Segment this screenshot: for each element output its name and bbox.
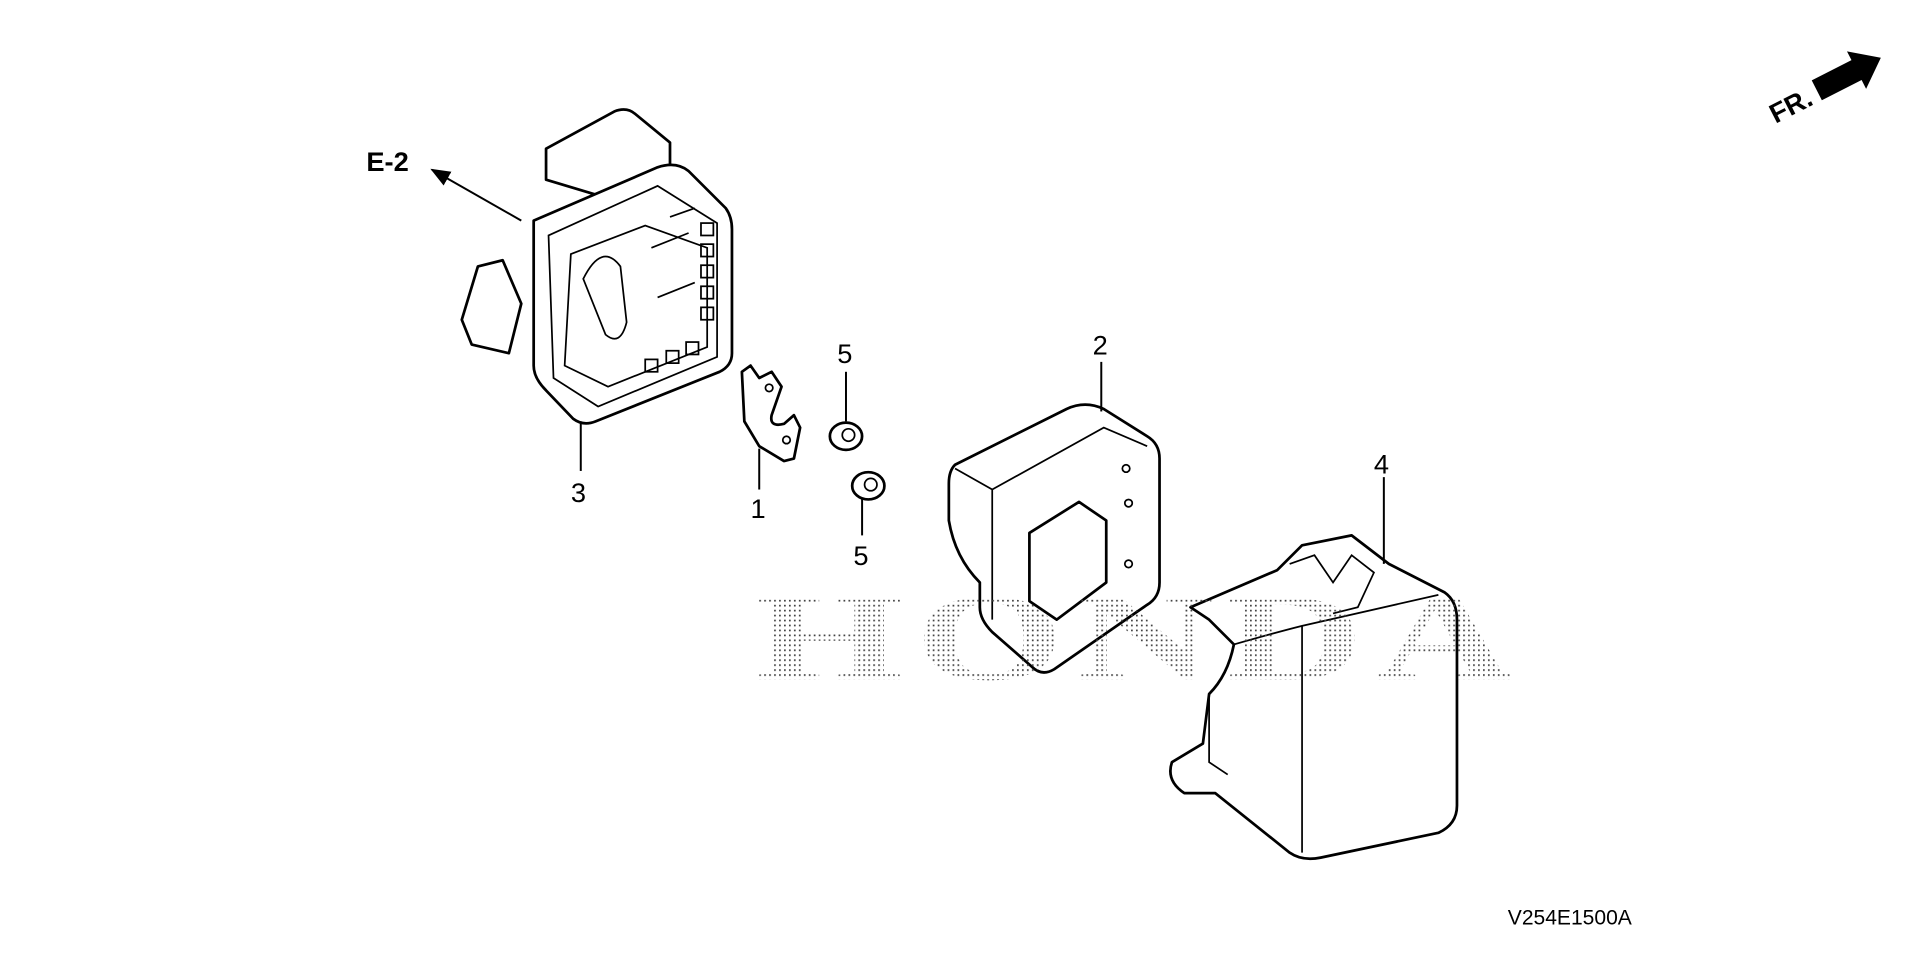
diagram-reference-code: V254E1500A [1508, 907, 1632, 930]
part-2-air-cleaner-element[interactable] [947, 403, 1161, 674]
callout-3[interactable]: 3 [571, 477, 586, 508]
honda-watermark: HONDA [754, 569, 1525, 706]
part-5-nut-upper[interactable] [828, 421, 864, 452]
front-direction-indicator: FR. [1764, 51, 1881, 130]
callout-2[interactable]: 2 [1093, 329, 1108, 360]
part-4-air-cleaner-cover[interactable] [1169, 534, 1459, 861]
callout-4[interactable]: 4 [1374, 448, 1389, 479]
external-reference-label[interactable]: E-2 [366, 146, 408, 177]
front-label: FR. [1764, 82, 1817, 130]
external-reference-arrow [430, 168, 522, 222]
part-5-nut-lower[interactable] [850, 470, 886, 501]
part-3-air-cleaner-case[interactable] [460, 108, 734, 425]
front-arrow-icon [1811, 51, 1881, 101]
callout-5b[interactable]: 5 [853, 540, 868, 571]
callout-5a[interactable]: 5 [837, 338, 852, 369]
part-1-bracket[interactable] [740, 364, 802, 463]
callout-1[interactable]: 1 [751, 493, 766, 524]
